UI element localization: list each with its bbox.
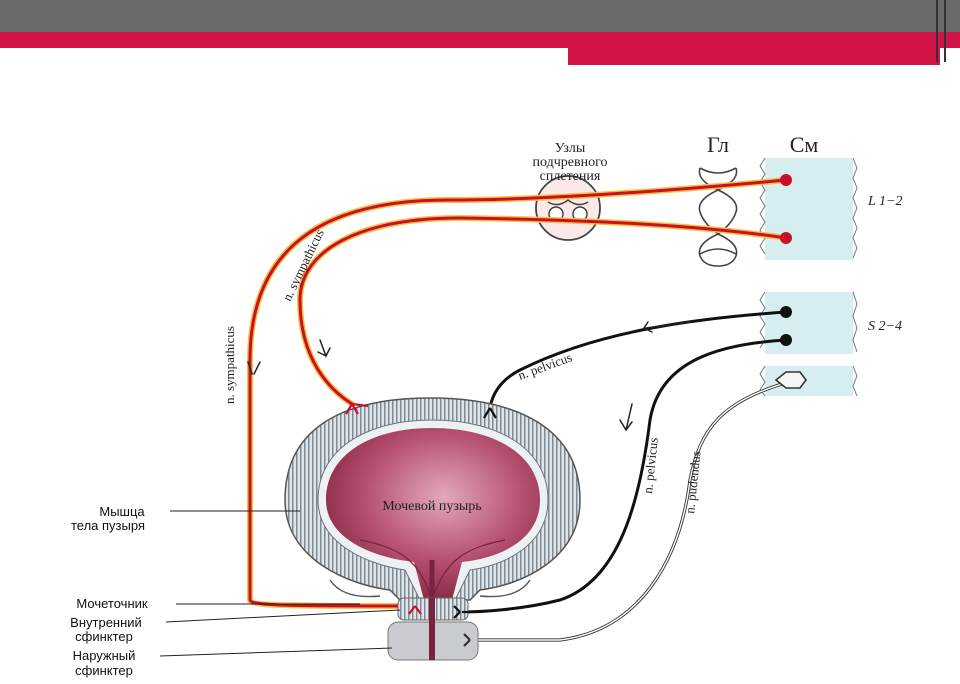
parasympathetic-nerves bbox=[458, 310, 798, 642]
sympathicus-outer-label: n. sympathicus bbox=[222, 326, 237, 404]
header-decoration-line bbox=[936, 0, 938, 62]
spinal-neuron-l2 bbox=[780, 232, 792, 244]
accent-band-tail bbox=[568, 48, 940, 65]
ureter-label: Мочеточник bbox=[76, 596, 147, 611]
internal-sphincter-label-line2: сфинктер bbox=[75, 629, 133, 644]
spinal-neuron-l1 bbox=[780, 174, 792, 186]
spinal-neuron-s3 bbox=[780, 334, 792, 346]
pudendal-neuron bbox=[774, 371, 807, 389]
sm-label: См bbox=[790, 132, 819, 157]
ganglia-label-line2: подчревного bbox=[533, 155, 608, 170]
muscle-label-line1: Мышца bbox=[99, 504, 145, 519]
ganglia-label-line1: Узлы bbox=[555, 141, 586, 156]
bladder-label: Мочевой пузырь bbox=[382, 499, 481, 514]
internal-sphincter-label-line1: Внутренний bbox=[70, 615, 142, 630]
pelvicus-upper-label: n. pelvicus bbox=[516, 349, 574, 382]
ganglia-label-line3: сплетения bbox=[540, 169, 601, 184]
spinal-neuron-s2 bbox=[780, 306, 792, 318]
bladder bbox=[284, 397, 581, 660]
pelvicus-lower-label: n. pelvicus bbox=[640, 437, 661, 495]
label-leaders bbox=[159, 510, 401, 657]
external-sphincter-label-line2: сфинктер bbox=[75, 663, 133, 678]
pudendus-label: n. pudendus bbox=[682, 450, 703, 514]
header-bar bbox=[0, 0, 960, 32]
external-sphincter-label-line1: Наружный bbox=[73, 648, 136, 663]
gl-label: Гл bbox=[707, 132, 729, 157]
nerve-endings bbox=[345, 402, 497, 647]
hypogastric-ganglia bbox=[535, 175, 601, 241]
spinal-cord-segments bbox=[759, 157, 858, 397]
muscle-label-line2: тела пузыря bbox=[71, 518, 145, 533]
sphincters bbox=[387, 597, 479, 661]
s-segment-label: S 2−4 bbox=[868, 319, 902, 334]
header-decoration-line bbox=[944, 0, 946, 62]
accent-band bbox=[0, 32, 960, 48]
l-segment-label: L 1−2 bbox=[867, 194, 902, 209]
